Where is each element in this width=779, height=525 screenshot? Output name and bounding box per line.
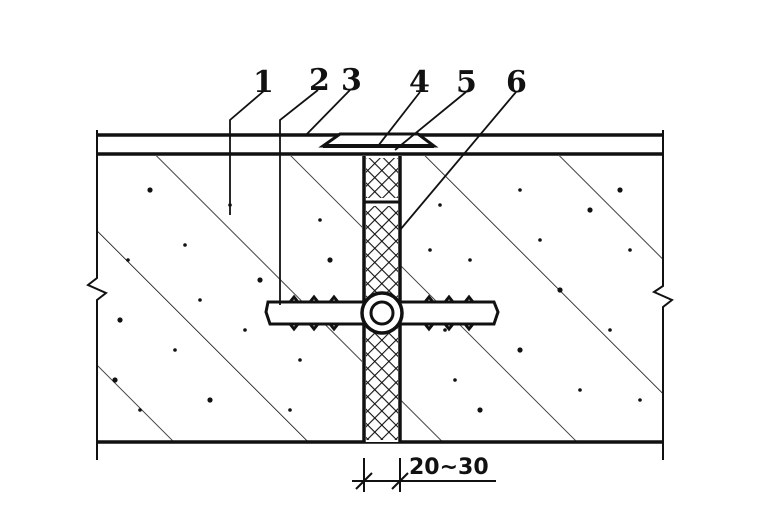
aggregate-speck (126, 258, 130, 262)
aggregate-speck (428, 248, 432, 252)
aggregate-specks (112, 187, 642, 413)
aggregate-speck (578, 388, 582, 392)
concrete-slab-right (401, 156, 663, 442)
aggregate-speck (298, 358, 302, 362)
aggregate-speck (628, 248, 632, 252)
aggregate-speck (117, 317, 123, 323)
label-6: 6 (506, 65, 527, 100)
label-4: 4 (409, 65, 430, 100)
aggregate-speck (147, 187, 153, 193)
break-line-left (86, 130, 108, 460)
aggregate-speck (608, 328, 612, 332)
aggregate-speck (318, 218, 322, 222)
label-1: 1 (253, 65, 274, 100)
aggregate-speck (183, 243, 187, 247)
aggregate-speck (468, 258, 472, 262)
aggregate-speck (517, 347, 523, 353)
aggregate-speck (557, 287, 563, 293)
leader-lines (229, 89, 517, 305)
aggregate-speck (477, 407, 483, 413)
aggregate-speck (443, 328, 447, 332)
aggregate-speck (617, 187, 623, 193)
dimension-marker (352, 458, 496, 492)
aggregate-speck (112, 377, 118, 383)
label-3: 3 (341, 63, 362, 98)
aggregate-speck (518, 188, 522, 192)
aggregate-speck (438, 203, 442, 207)
aggregate-speck (327, 257, 333, 263)
aggregate-speck (207, 397, 213, 403)
aggregate-speck (638, 398, 642, 402)
aggregate-speck (257, 277, 263, 283)
break-line-right (651, 130, 674, 460)
aggregate-speck (243, 328, 247, 332)
label-5: 5 (456, 65, 477, 100)
aggregate-speck (453, 378, 457, 382)
aggregate-speck (138, 408, 142, 412)
dimension-label: 20~30 (409, 455, 489, 480)
aggregate-speck (288, 408, 292, 412)
waterstop (264, 291, 500, 335)
aggregate-speck (173, 348, 177, 352)
label-2: 2 (309, 63, 330, 98)
aggregate-speck (538, 238, 542, 242)
aggregate-speck (198, 298, 202, 302)
aggregate-speck (587, 207, 593, 213)
